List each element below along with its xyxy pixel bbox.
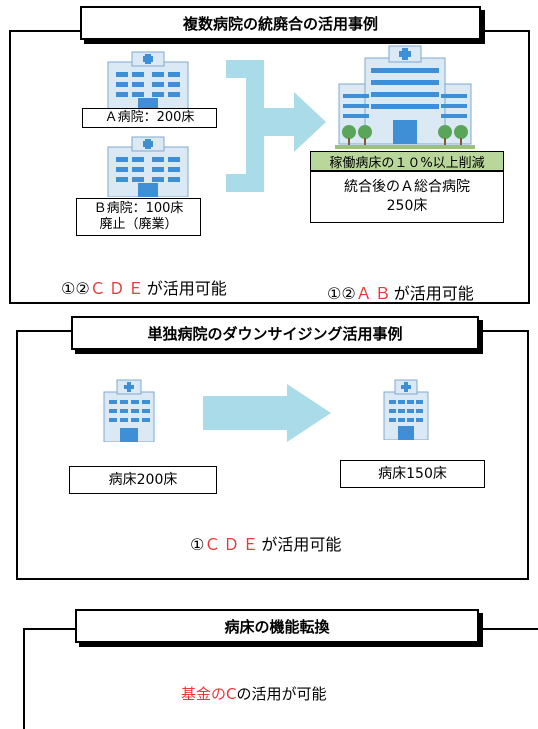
bracket-arrow-icon <box>222 56 332 196</box>
reduction-label-text: 稼働病床の１０%以上削減 <box>329 155 485 171</box>
section3-note-suffix: の活用が可能 <box>236 685 327 703</box>
section2-note-red: ＣＤＥ <box>204 535 262 554</box>
section2-note-prefix: ① <box>190 535 205 554</box>
right-note-red: ＡＢ <box>355 284 394 303</box>
section1-right-note: ①②ＡＢが活用可能 <box>327 280 474 304</box>
section1-title-text: 複数病院の統廃合の活用事例 <box>182 14 378 33</box>
reduction-label: 稼働病床の１０%以上削減 <box>310 151 504 171</box>
section3-note-red: 基金のC <box>181 685 237 703</box>
merged-hospital-label: 統合後のＡ総合病院 250床 <box>310 171 504 223</box>
right-note-prefix: ①② <box>327 284 356 303</box>
right-note-suffix: が活用可能 <box>393 284 474 303</box>
before-label-text: 病床200床 <box>108 472 178 488</box>
section2-frame <box>16 330 529 580</box>
left-note-suffix: が活用可能 <box>146 279 227 298</box>
hospital-after-icon <box>381 378 431 440</box>
hospital-a-icon <box>102 50 194 112</box>
hospital-b-label-line2: 廃止（廃業） <box>99 217 178 232</box>
section3-left-rule <box>23 628 25 729</box>
after-label-text: 病床150床 <box>378 466 447 482</box>
hospital-b-icon <box>102 135 194 197</box>
section2-note: ①ＣＤＥが活用可能 <box>190 531 341 555</box>
section1-left-note: ①②ＣＤＥが活用可能 <box>61 275 227 299</box>
merged-label-line1: 統合後のＡ総合病院 <box>344 179 470 195</box>
section2-note-suffix: が活用可能 <box>261 535 342 554</box>
hospital-b-label: Ｂ病院：100床 廃止（廃業） <box>76 198 201 236</box>
section2-title: 単独病院のダウンサイジング活用事例 <box>71 316 479 350</box>
hospital-a-label-text: Ａ病院：200床 <box>104 110 195 125</box>
before-label: 病床200床 <box>69 466 217 494</box>
section2-title-text: 単独病院のダウンサイジング活用事例 <box>147 324 403 343</box>
after-label: 病床150床 <box>340 460 485 488</box>
hospital-a-label: Ａ病院：200床 <box>82 108 217 128</box>
arrow-right-icon <box>203 384 333 442</box>
hospital-before-icon <box>100 378 158 442</box>
section1-title: 複数病院の統廃合の活用事例 <box>80 6 481 40</box>
left-note-prefix: ①② <box>61 279 90 298</box>
section3-title-text: 病床の機能転換 <box>224 617 330 636</box>
section3-title: 病床の機能転換 <box>75 609 479 643</box>
left-note-red: ＣＤＥ <box>89 279 147 298</box>
section3-note: 基金のCの活用が可能 <box>181 683 327 704</box>
merged-label-line2: 250床 <box>386 198 428 214</box>
hospital-b-label-line1: Ｂ病院：100床 <box>93 201 184 216</box>
large-hospital-icon <box>335 44 475 152</box>
